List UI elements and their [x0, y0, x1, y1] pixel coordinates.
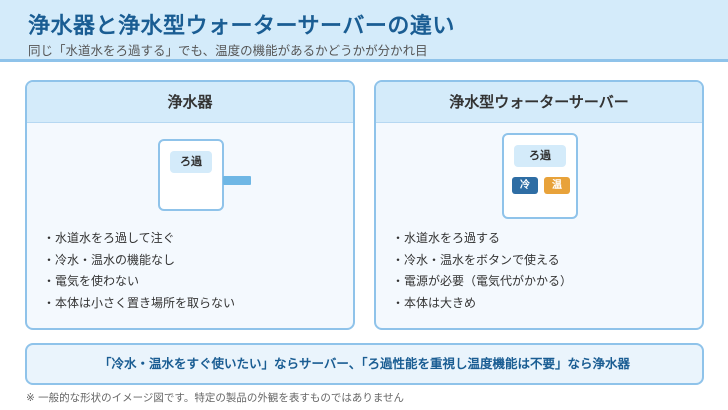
page-subtitle: 同じ「水道水をろ過する」でも、温度の機能があるかどうかが分かれ目	[28, 43, 428, 58]
water-purifier-illustration: ろ過	[158, 139, 224, 211]
filter-label: ろ過	[170, 151, 212, 173]
water-server-card: 浄水型ウォーターサーバー ろ過 冷 温 水道水をろ過する 冷水・温水をボタンで使…	[374, 80, 704, 330]
footnote: ※ 一般的な形状のイメージ図です。特定の製品の外観を表すものではありません	[26, 392, 405, 404]
list-item: 冷水・温水の機能なし	[43, 250, 235, 272]
list-item: 電気を使わない	[43, 271, 235, 293]
water-purifier-card: 浄水器 ろ過 水道水をろ過して注ぐ 冷水・温水の機能なし 電気を使わない 本体は…	[25, 80, 355, 330]
summary-box: 「冷水・温水をすぐ使いたい」ならサーバー、「ろ過性能を重視し温度機能は不要」なら…	[25, 343, 704, 385]
list-item: 本体は小さく置き場所を取らない	[43, 293, 235, 315]
hot-water-button-icon: 温	[544, 177, 570, 194]
page-title: 浄水器と浄水型ウォーターサーバーの違い	[28, 14, 455, 39]
water-server-features: 水道水をろ過する 冷水・温水をボタンで使える 電源が必要（電気代がかかる） 本体…	[392, 228, 572, 314]
list-item: 冷水・温水をボタンで使える	[392, 250, 572, 272]
water-server-illustration: ろ過 冷 温	[502, 133, 578, 219]
header: 浄水器と浄水型ウォーターサーバーの違い 同じ「水道水をろ過する」でも、温度の機能…	[0, 0, 728, 62]
cold-water-button-icon: 冷	[512, 177, 538, 194]
list-item: 本体は大きめ	[392, 293, 572, 315]
list-item: 水道水をろ過する	[392, 228, 572, 250]
list-item: 水道水をろ過して注ぐ	[43, 228, 235, 250]
faucet-pipe-icon	[223, 176, 251, 185]
water-purifier-features: 水道水をろ過して注ぐ 冷水・温水の機能なし 電気を使わない 本体は小さく置き場所…	[43, 228, 235, 314]
filter-label: ろ過	[514, 145, 566, 167]
water-purifier-card-title: 浄水器	[27, 82, 353, 123]
list-item: 電源が必要（電気代がかかる）	[392, 271, 572, 293]
water-server-card-title: 浄水型ウォーターサーバー	[376, 82, 702, 123]
